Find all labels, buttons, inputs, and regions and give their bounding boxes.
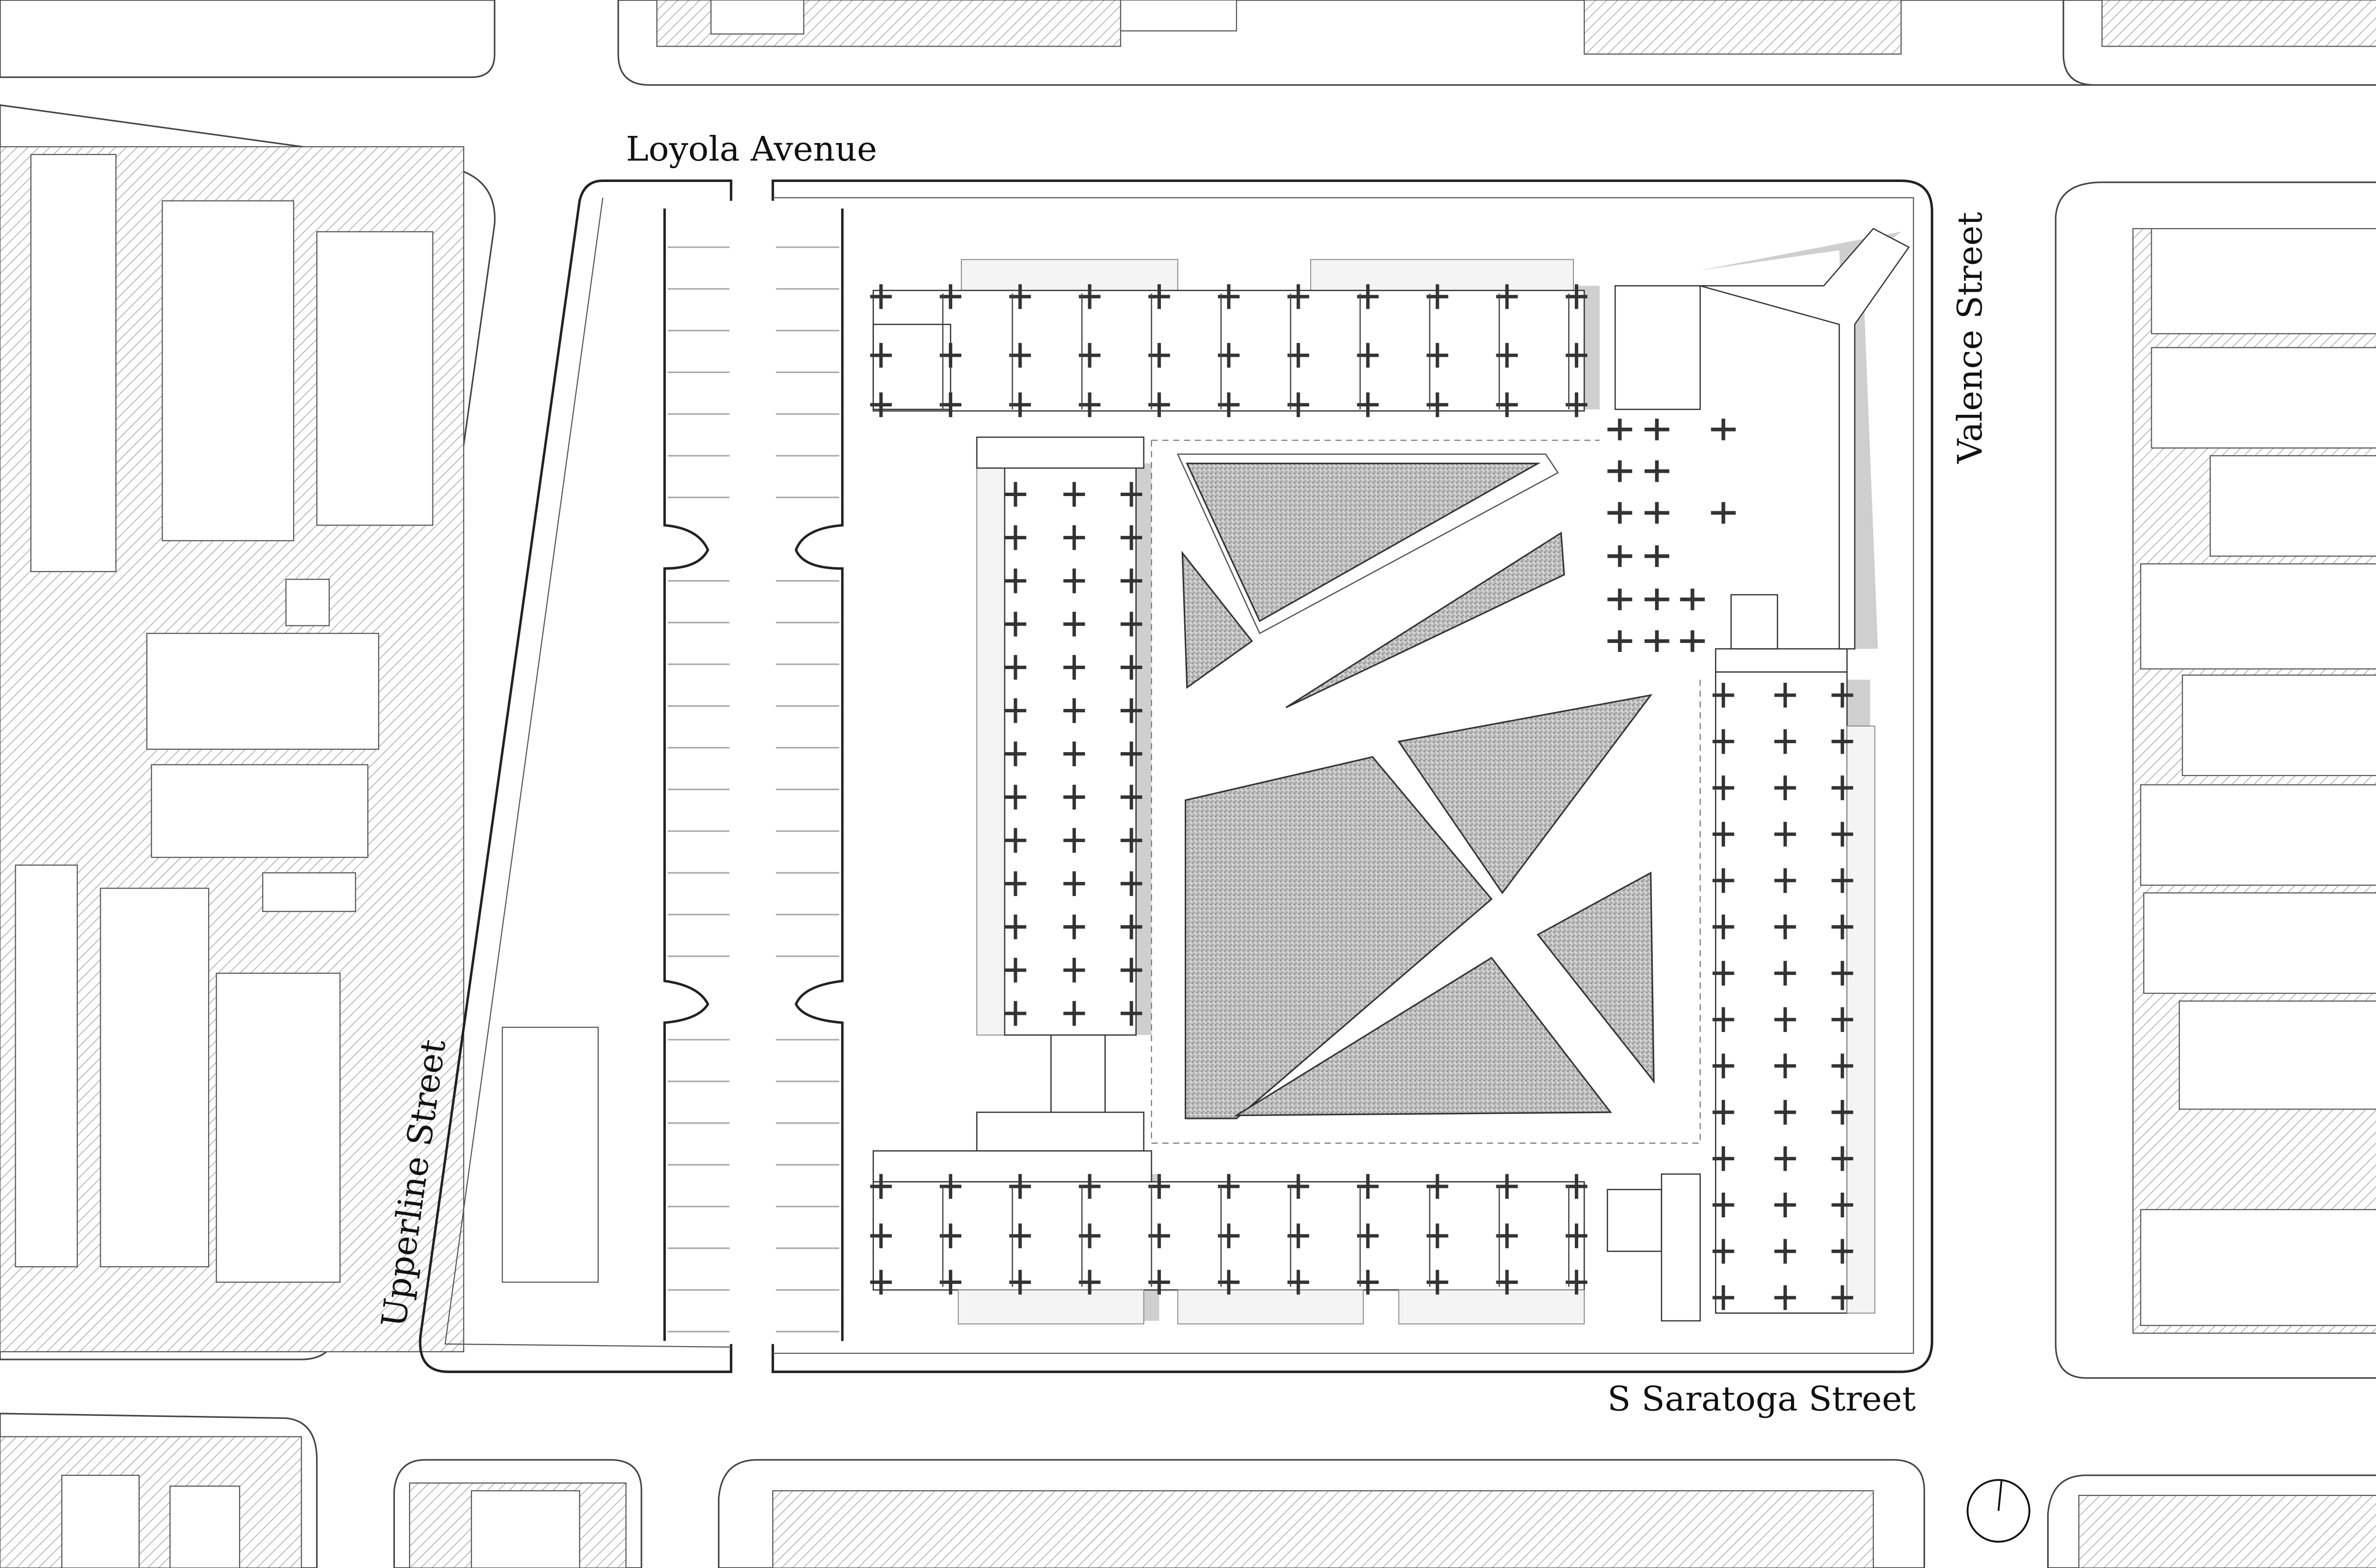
planter-7	[1234, 956, 1612, 1117]
courtyard	[1151, 419, 1736, 1144]
planter-1	[1186, 462, 1541, 622]
planter-4	[1397, 694, 1653, 895]
housing-buildings	[870, 228, 1910, 1325]
site-boundary	[419, 179, 1934, 1373]
street-label-loyola: Loyola Avenue	[626, 129, 877, 169]
planter-2	[1181, 551, 1253, 689]
street-label-valence: Valence Street	[1950, 212, 1990, 464]
parking-lot	[501, 208, 844, 1341]
north-arrow-icon	[1966, 1479, 2031, 1543]
planter-5	[1185, 756, 1493, 1119]
street-label-saratoga: S Saratoga Street	[1608, 1379, 1916, 1418]
planter-3	[1285, 531, 1565, 708]
tree-grid	[1607, 419, 1736, 652]
planter-6	[1536, 871, 1655, 1084]
